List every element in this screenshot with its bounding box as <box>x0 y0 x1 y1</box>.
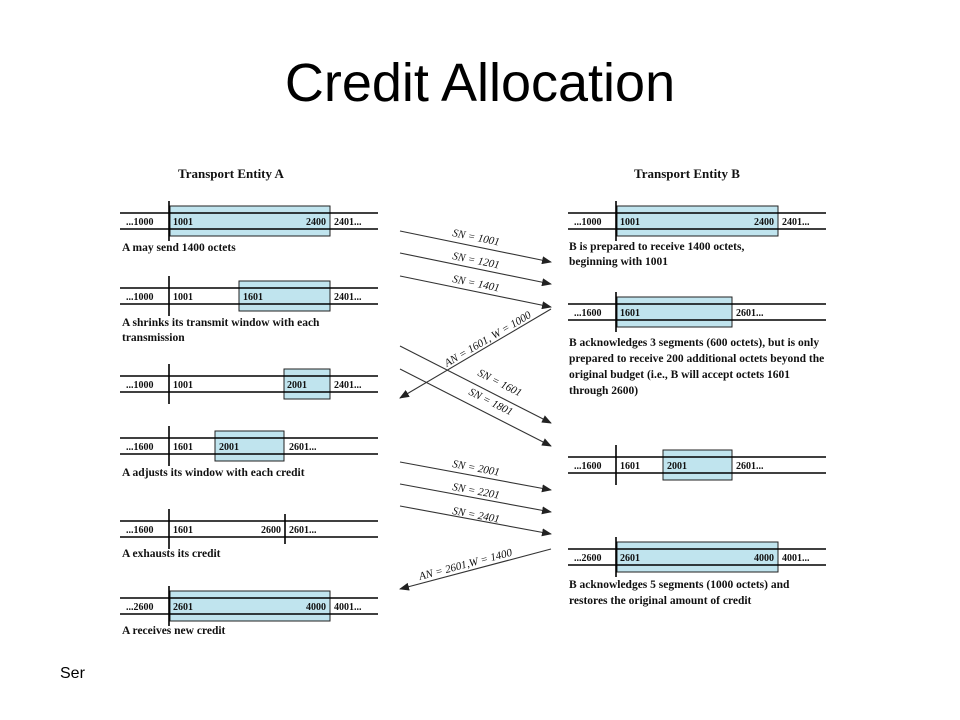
seq-label: 2401... <box>334 292 362 303</box>
seq-label: 2601 <box>173 602 193 613</box>
receive-window <box>616 296 733 328</box>
message-label: AN = 2601,W = 1400 <box>417 547 514 583</box>
seq-label: 1601 <box>173 442 193 453</box>
seq-label: 1001 <box>173 217 193 228</box>
seq-label: 2401... <box>782 217 810 228</box>
seq-label: 2601... <box>736 308 764 319</box>
a-window-row-2: ...1000 1001 1601 2401... A shrinks its … <box>120 276 378 344</box>
row-caption: B acknowledges 3 segments (600 octets), … <box>569 337 819 349</box>
receive-window <box>662 449 733 481</box>
seq-label: 1601 <box>243 292 263 303</box>
message-label: SN = 1001 <box>451 227 500 248</box>
seq-label: ...1600 <box>574 308 602 319</box>
row-caption: A receives new credit <box>122 625 226 637</box>
seq-label: ...1600 <box>126 525 154 536</box>
row-caption: A shrinks its transmit window with each <box>122 317 320 329</box>
seq-label: ...1000 <box>126 217 154 228</box>
receive-window <box>616 541 779 573</box>
seq-label: 2600 <box>261 525 281 536</box>
seq-label: 4001... <box>334 602 362 613</box>
seq-label: ...1000 <box>126 292 154 303</box>
row-caption: beginning with 1001 <box>569 256 668 268</box>
seq-label: 4000 <box>306 602 326 613</box>
message-sn-1801: SN = 1801 <box>399 368 552 447</box>
row-caption: prepared to receive 200 additional octet… <box>569 353 824 365</box>
slide-title: Credit Allocation <box>284 53 676 113</box>
a-window-row-6: ...2600 2601 4000 4001... A receives new… <box>120 586 378 637</box>
seq-label: 1001 <box>620 217 640 228</box>
message-label: SN = 2401 <box>451 505 500 526</box>
seq-label: 2601... <box>289 525 317 536</box>
seq-label: 2001 <box>287 380 307 391</box>
seq-label: 2400 <box>754 217 774 228</box>
b-window-row-3: ...1600 1601 2001 2601... <box>568 445 826 485</box>
seq-label: 2601... <box>289 442 317 453</box>
seq-label: 2001 <box>667 461 687 472</box>
seq-label: 4000 <box>754 553 774 564</box>
seq-label: 2401... <box>334 217 362 228</box>
a-window-row-5: ...1600 1601 2600 2601... A exhausts its… <box>120 509 378 560</box>
a-window-row-1: ...1000 1001 2400 2401... A may send 140… <box>120 201 378 254</box>
send-window <box>169 205 331 237</box>
row-caption: B is prepared to receive 1400 octets, <box>569 241 744 253</box>
a-window-row-3: ...1000 1001 2001 2401... <box>120 364 378 404</box>
row-caption: restores the original amount of credit <box>569 595 752 607</box>
receive-window <box>616 205 779 237</box>
seq-label: ...1000 <box>126 380 154 391</box>
row-caption: transmission <box>122 332 185 344</box>
message-ack-2601: AN = 2601,W = 1400 <box>399 547 552 591</box>
seq-label: 1601 <box>620 308 640 319</box>
seq-label: 2001 <box>219 442 239 453</box>
header-entity-b: Transport Entity B <box>634 166 740 181</box>
message-sn-2401: SN = 2401 <box>399 505 552 537</box>
send-window <box>283 368 331 400</box>
a-window-row-4: ...1600 1601 2001 2601... A adjusts its … <box>120 426 378 479</box>
send-window <box>238 280 331 312</box>
seq-label: 2400 <box>306 217 326 228</box>
row-caption: A exhausts its credit <box>122 548 221 560</box>
seq-label: ...1600 <box>574 461 602 472</box>
header-entity-a: Transport Entity A <box>178 166 285 181</box>
seq-label: 4001... <box>782 553 810 564</box>
seq-label: 1601 <box>620 461 640 472</box>
seq-label: 1001 <box>173 292 193 303</box>
row-caption: through 2600) <box>569 385 638 397</box>
b-window-row-4: ...2600 2601 4000 4001... B acknowledges… <box>568 537 826 607</box>
seq-label: 2601... <box>736 461 764 472</box>
row-caption: original budget (i.e., B will accept oct… <box>569 369 790 381</box>
send-window <box>214 430 285 462</box>
seq-label: 1001 <box>173 380 193 391</box>
seq-label: ...2600 <box>126 602 154 613</box>
seq-label: ...1000 <box>574 217 602 228</box>
seq-label: 2601 <box>620 553 640 564</box>
b-window-row-1: ...1000 1001 2400 2401... B is prepared … <box>568 201 826 268</box>
send-window <box>169 590 331 622</box>
seq-label: ...2600 <box>574 553 602 564</box>
row-caption: A adjusts its window with each credit <box>122 467 305 479</box>
seq-label: 1601 <box>173 525 193 536</box>
seq-label: ...1600 <box>126 442 154 453</box>
b-window-row-2: ...1600 1601 2601... B acknowledges 3 se… <box>568 292 826 397</box>
footer-text: Ser <box>60 665 85 682</box>
row-caption: B acknowledges 5 segments (1000 octets) … <box>569 579 790 591</box>
seq-label: 2401... <box>334 380 362 391</box>
row-caption: A may send 1400 octets <box>122 242 236 254</box>
message-label: AN = 1601, W = 1000 <box>442 309 534 370</box>
message-sn-1401: SN = 1401 <box>399 273 552 310</box>
